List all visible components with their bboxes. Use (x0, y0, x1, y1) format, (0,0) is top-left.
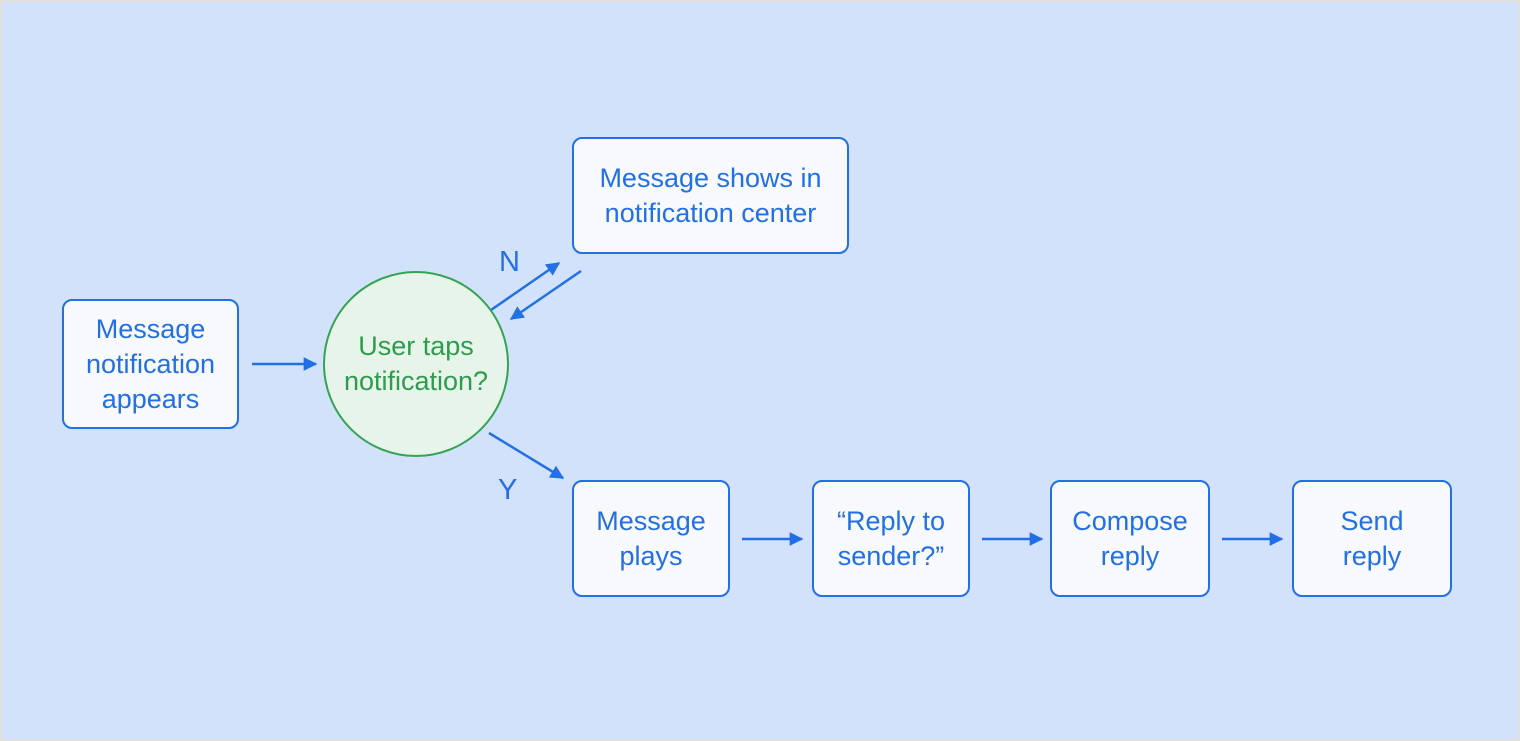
node-message-plays: Message plays (572, 480, 730, 597)
arrow-decision-to-message-plays (488, 431, 565, 480)
node-label: Message plays (596, 505, 706, 571)
node-label: Message shows in notification center (599, 162, 822, 228)
node-compose-reply: Compose reply (1050, 480, 1210, 597)
node-message-shows-in-notification-center: Message shows in notification center (572, 137, 849, 254)
node-label: Send reply (1340, 505, 1404, 571)
arrow-no-outcome-to-decision (509, 269, 582, 321)
node-send-reply: Send reply (1292, 480, 1452, 597)
node-message-notification-appears: Message notification appears (62, 299, 239, 429)
node-label: User taps notification? (343, 331, 489, 396)
branch-label-yes: Y (498, 474, 518, 506)
node-label: Compose reply (1072, 505, 1188, 571)
node-decision-user-taps-notification: User taps notification? (323, 271, 509, 457)
node-label: “Reply to sender?” (836, 505, 946, 571)
branch-label-no: N (499, 246, 520, 278)
node-label: Message notification appears (85, 313, 216, 414)
node-reply-to-sender: “Reply to sender?” (812, 480, 970, 597)
